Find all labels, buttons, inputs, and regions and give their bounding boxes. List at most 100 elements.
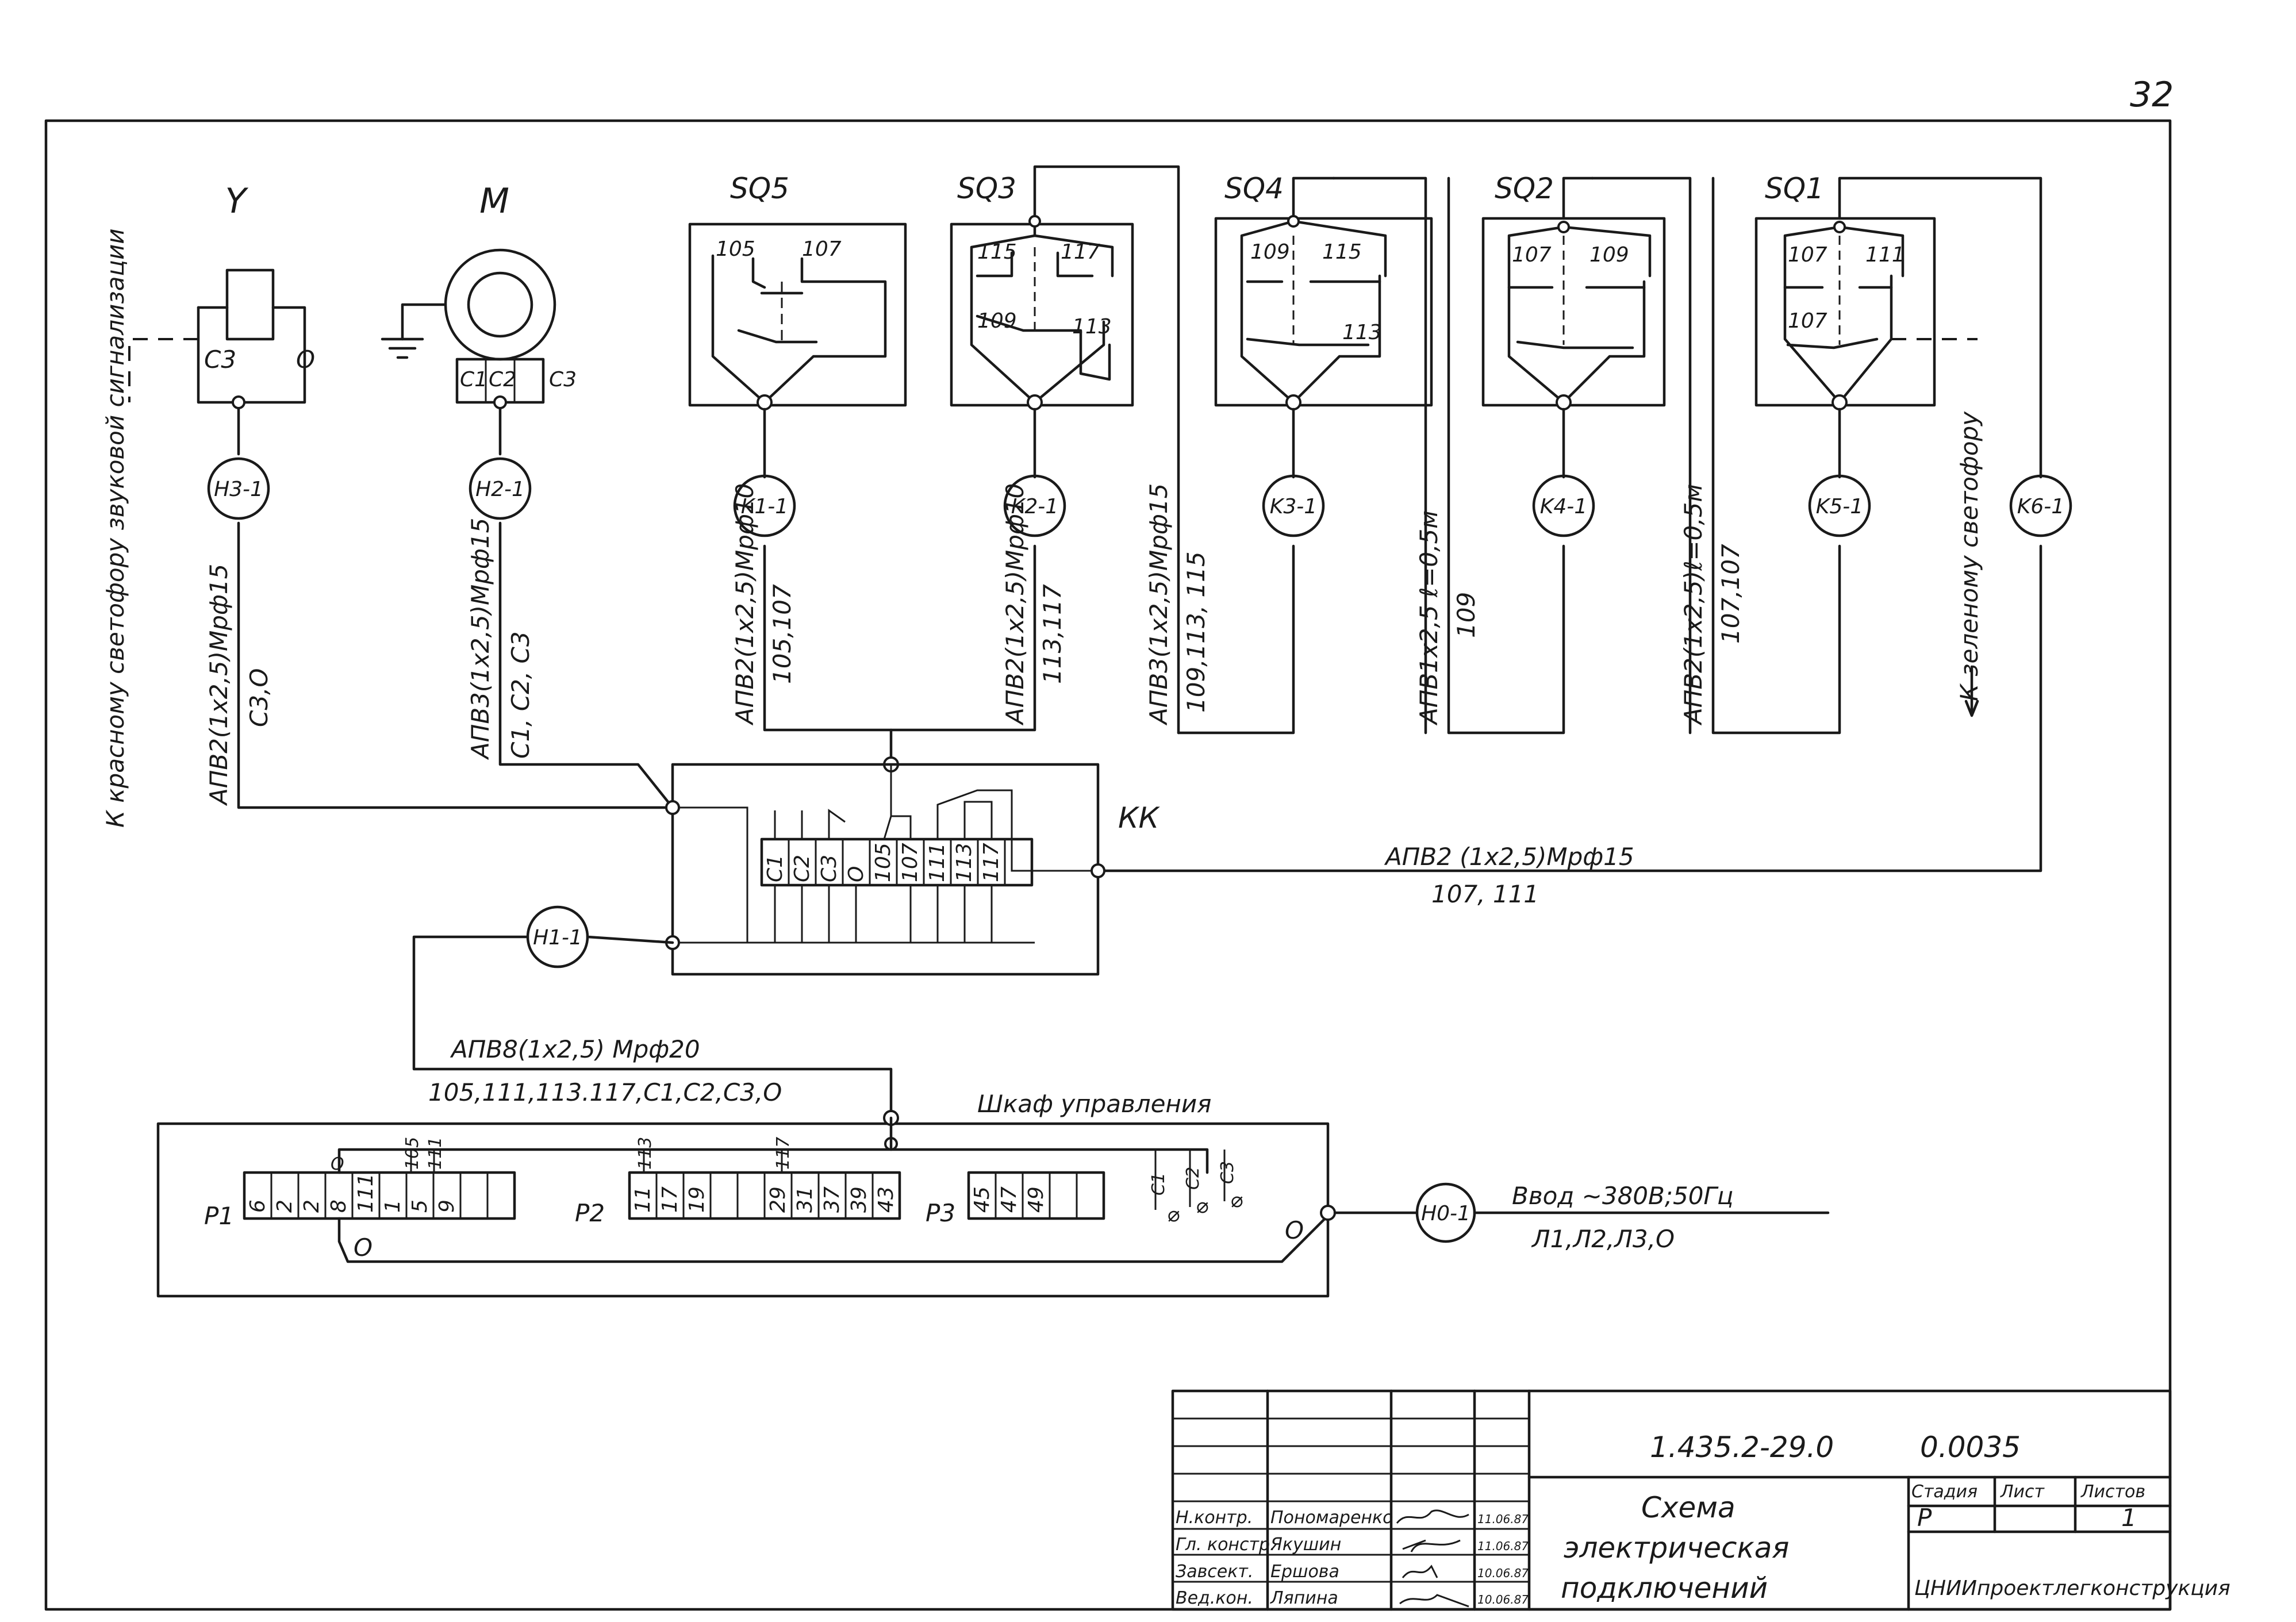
switch-sq3: SQ3 115 117 109 113 [950,165,1180,735]
switch-sq2: SQ2 107 109 [1481,172,1666,479]
cable-k2-spec: АПВ2(1х2,5)Мрф10 [1001,483,1029,726]
name-4: Ляпина [1270,1588,1338,1608]
sheets-value: 1 [2121,1504,2137,1532]
kk-term-c2: С2 [790,855,814,882]
input-wires: Л1,Л2,Л3,О [1531,1225,1675,1253]
relay-coil [225,268,275,341]
marker-k1-1-label: K1-1 [741,495,788,518]
date-2: 11.06.87 [1477,1539,1529,1553]
role-2: Гл. констр. [1176,1535,1276,1555]
sq2-label: SQ2 [1495,172,1554,205]
switch-sq5: SQ5 105 107 [688,172,907,479]
signal-dashed-lead [128,338,198,402]
marker-h0-1-label: H0-1 [1421,1202,1470,1225]
kk-term-117: 117 [980,843,1003,882]
p1-term-1: 6 [246,1200,270,1213]
cable-k3-spec: АПВ3(1х2,5)Мрф15 [1145,483,1173,726]
marker-k3-1: K3-1 [1262,474,1325,537]
marker-k2-1-label: K2-1 [1011,495,1058,518]
motor-outer [444,248,556,361]
cabinet-right-o: О [1285,1216,1304,1244]
p2-term-2: 17 [658,1186,682,1213]
sheet-header: Лист [2000,1482,2045,1502]
marker-h3-1-label: H3-1 [214,478,263,501]
p1-term-5: 111 [354,1173,378,1213]
sheets-header: Листов [2080,1482,2145,1502]
stage-header: Стадия [1911,1482,1978,1502]
cable-h3-wires: С3,О [245,668,273,727]
p2-tap-113: 113 [635,1137,655,1170]
sq3-term-117: 117 [1061,240,1100,264]
marker-k1-1: K1-1 [733,474,796,537]
drawing-frame [44,119,2172,1611]
sq4-term-109: 109 [1250,240,1290,264]
page-number: 32 [2130,75,2174,115]
kk-term-107: 107 [899,843,922,882]
p2-term-6: 29 [766,1186,790,1213]
cable-h3-spec: АПВ2(1х2,5)Мрф15 [205,564,233,806]
marker-h1-1: H1-1 [526,905,589,968]
device-y-label: Y [225,181,249,221]
kk-term-113: 113 [953,843,976,882]
device-m-label: M [479,181,509,221]
p1-label: Р1 [204,1202,234,1230]
cable-h1-wires: 105,111,113.117,С1,С2,С3,О [428,1078,782,1106]
marker-k6-1: K6-1 [2009,474,2072,537]
note-green-light: К зеленому светофору [1955,411,1983,701]
cable-runs [237,176,2042,873]
title-block: 1.435.2-29.0 0.0035 Схема электрическая … [1171,1389,2230,1611]
p1-term-4: 8 [327,1200,351,1213]
signature-2 [1402,1539,1461,1552]
sq1-term-107b: 107 [1788,309,1827,333]
cable-k5-spec: АПВ2(1х2,5)ℓ=0,5м [1679,484,1707,726]
trunk-cable [412,935,893,1120]
marker-k4-1-label: K4-1 [1540,495,1587,518]
marker-k5-1: K5-1 [1808,474,1871,537]
cabinet-bottom-o: О [354,1233,373,1262]
date-1: 11.06.87 [1477,1512,1529,1526]
p1-term-7: 5 [408,1200,432,1213]
role-1: Н.контр. [1176,1508,1253,1528]
c-term-2: С2 [1183,1167,1203,1190]
sq3-label: SQ3 [957,172,1016,205]
sq4-label: SQ4 [1224,172,1284,205]
stage-value: Р [1917,1504,1932,1532]
cable-h2-spec: АПВ3(1х2,5)Мрф15 [466,518,494,760]
cable-labels: АПВ2(1х2,5)Мрф15 С3,О АПВ3(1х2,5)Мрф15 С… [101,228,1983,828]
sq1-label: SQ1 [1765,172,1824,205]
title-line-2: электрическая [1564,1531,1789,1565]
organization: ЦНИИпроектлегконструкция [1914,1577,2230,1600]
svg-text:⌀: ⌀ [1230,1189,1243,1212]
p1-tap-105: 105 [402,1137,423,1170]
signature-3 [1402,1565,1438,1578]
p1-tap-o: О [331,1154,344,1174]
kk-term-111: 111 [926,843,949,882]
p2-term-7: 31 [793,1186,817,1213]
kk-terminal-strip: С1 С2 С3 О 105 107 111 113 117 [760,837,1034,887]
sq4-term-113: 113 [1342,321,1382,344]
sq2-term-109: 109 [1589,243,1629,267]
date-3: 10.06.87 [1477,1566,1529,1580]
sq5-label: SQ5 [730,172,789,205]
p1-term-8: 9 [435,1200,459,1213]
marker-k2-1: K2-1 [1003,474,1066,537]
sheet-code: 0.0035 [1920,1431,2021,1464]
cable-k6-wires: 107, 111 [1431,880,1539,908]
name-2: Якушин [1270,1535,1341,1555]
cable-k4-wires: 109 [1452,592,1480,638]
role-3: Завсект. [1176,1562,1253,1582]
m-term-c3: C3 [549,368,577,391]
p1-tap-111: 111 [425,1137,446,1170]
input-spec: Ввод ~380В;50Гц [1512,1182,1733,1210]
sq1-term-111: 111 [1865,243,1905,267]
marker-h2-1-label: H2-1 [475,478,525,501]
sq3-term-115: 115 [977,240,1017,264]
marker-k4-1: K4-1 [1532,474,1595,537]
marker-k3-1-label: K3-1 [1270,495,1317,518]
p3-term-2: 47 [997,1186,1021,1213]
switch-sq4: SQ4 109 115 113 [1214,172,1433,479]
p2-tap-117: 117 [773,1137,793,1170]
p3-term-1: 45 [970,1186,994,1213]
c-term-1: С1 [1149,1173,1169,1196]
